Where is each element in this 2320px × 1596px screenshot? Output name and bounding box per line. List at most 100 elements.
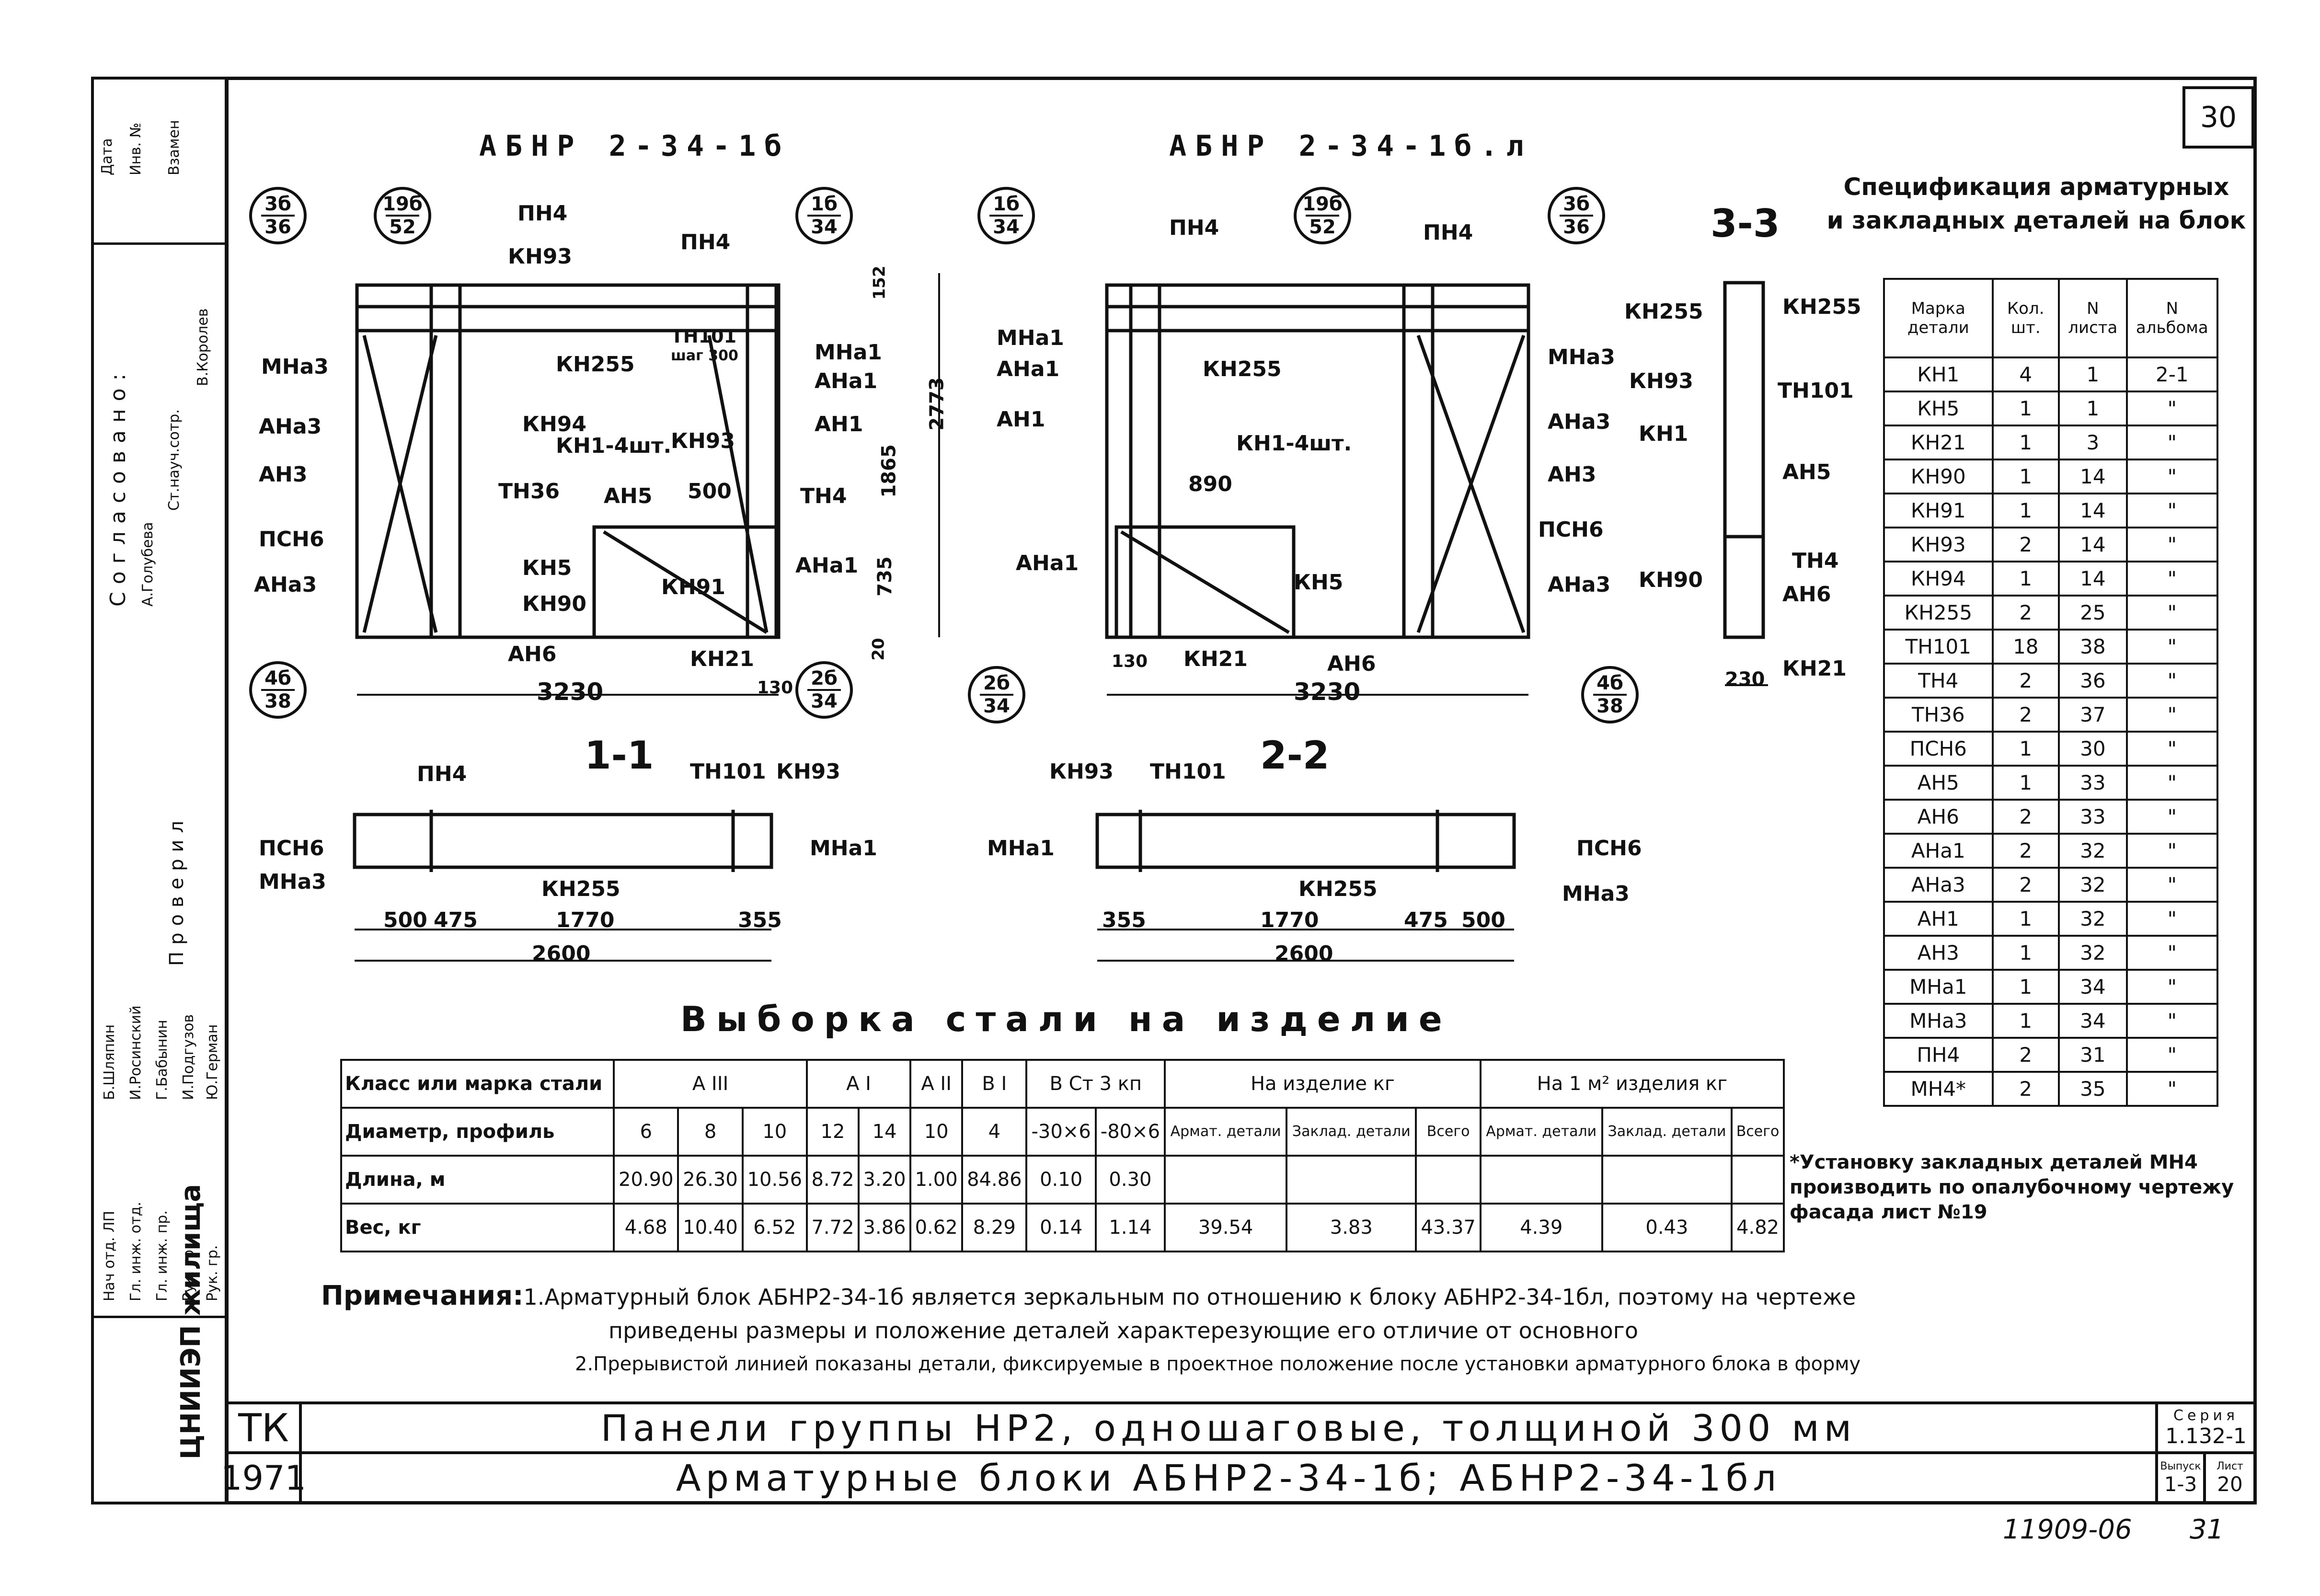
steel-weights-cell: 4.68 (613, 1203, 679, 1252)
callout-top: 3б (1563, 193, 1590, 215)
section-3-3-title: 3-3 (1711, 201, 1780, 246)
title-block: ТК 1971 Панели группы НР2, одношаговые, … (221, 1401, 2257, 1504)
note-1a: 1.Арматурный блок АБНР2-34-1б является з… (523, 1284, 1856, 1310)
steel-weights-cell: 0.43 (1601, 1203, 1733, 1252)
steel-diams-cell: Армат. детали (1479, 1107, 1603, 1157)
spec-album: " (2125, 833, 2219, 869)
steel-lengths-cell: 8.72 (805, 1155, 860, 1205)
spec-sheet: 31 (2058, 1037, 2128, 1073)
spec-album: " (2125, 1037, 2219, 1073)
label-ana3-b: АНа3 (254, 573, 317, 597)
callout-bottom: 38 (264, 690, 291, 712)
label-kn1: КН1-4шт. (556, 434, 672, 458)
steel-lengths-cell: 1.00 (909, 1155, 964, 1205)
spec-qty: 1 (1991, 561, 2060, 597)
label-mna1-r: МНа1 (997, 326, 1064, 350)
label-kn255: КН255 (556, 352, 635, 377)
spec-sheet: 34 (2058, 969, 2128, 1005)
spec-table: Марка детали Кол. шт. N листа N альбома … (1883, 278, 2219, 1107)
spec-qty: 2 (1991, 697, 2060, 733)
spec-qty: 2 (1991, 799, 2060, 835)
tb-series-value: 1.132-1 (2165, 1424, 2247, 1448)
steel-lengths-cell (1601, 1155, 1733, 1205)
label-kn90-s3: КН90 (1639, 568, 1703, 592)
label-an1: АН1 (815, 412, 863, 436)
spec-mark: АНа3 (1883, 867, 1994, 903)
steel-diams-cell: 10 (741, 1107, 808, 1157)
spec-sheet: 33 (2058, 799, 2128, 835)
label-an3-r: АН3 (1548, 462, 1596, 487)
label-psn6-s2: ПСН6 (1576, 836, 1642, 861)
spec-album: " (2125, 697, 2219, 733)
dim-890: 890 (1188, 472, 1232, 496)
label-pn4-b: ПН4 (680, 230, 731, 254)
steel-group-product: На изделие кг (1164, 1059, 1482, 1109)
label-mna1-s1: МНа1 (810, 836, 877, 861)
spec-mark: ТН4 (1883, 663, 1994, 699)
callout-bottom: 34 (811, 690, 838, 712)
callout-top: 1б (993, 193, 1020, 215)
dim-3230-right: 3230 (1294, 678, 1361, 706)
label-tn101: ТН101 (671, 326, 737, 347)
steel-diams-cell: Заклад. детали (1601, 1107, 1733, 1157)
left-block-outline (355, 283, 781, 639)
steel-table: Класс или марка стали А III А I А II В I… (340, 1059, 1785, 1252)
sheet-number: 30 (2182, 86, 2254, 149)
note-1b: приведены размеры и положение деталей ха… (609, 1318, 1638, 1343)
steel-header-row: Класс или марка стали А III А I А II В I… (340, 1059, 1785, 1109)
callout-top: 19б (1302, 193, 1343, 215)
callout-top: 1б (811, 193, 838, 215)
spec-sheet: 3 (2058, 425, 2128, 460)
callout-top: 2б (983, 672, 1010, 694)
steel-weights-cell: 4.39 (1479, 1203, 1603, 1252)
spec-album: " (2125, 901, 2219, 937)
steel-diams-cell: -80×6 (1094, 1107, 1166, 1157)
steel-weights-cell: 0.14 (1025, 1203, 1097, 1252)
dim-130-right: 130 (1112, 652, 1148, 671)
label-ana3-r2: АНа3 (1548, 573, 1611, 597)
steel-group-b1: В I (961, 1059, 1028, 1109)
spec-sheet: 14 (2058, 561, 2128, 597)
label-an3: АН3 (259, 462, 308, 487)
callout-bottom: 36 (264, 216, 291, 238)
spec-col-qty: Кол. шт. (1991, 278, 2060, 358)
steel-lengths-cell: 0.30 (1094, 1155, 1166, 1205)
label-kn1-r: КН1-4шт. (1236, 431, 1352, 456)
dim-130-left: 130 (757, 678, 793, 698)
notes-line-1: Примечания:1.Арматурный блок АБНР2-34-1б… (321, 1279, 1861, 1314)
steel-weights-cell: 0.62 (909, 1203, 964, 1252)
spec-qty: 18 (1991, 629, 2060, 665)
label-an5: АН5 (604, 484, 653, 508)
tb-line2: Арматурные блоки АБНР2-34-1б; АБНР2-34-1… (299, 1451, 2158, 1504)
steel-group-a1: А I (805, 1059, 912, 1109)
label-kn21: КН21 (690, 647, 755, 671)
steel-diams-cell: Всего (1415, 1107, 1482, 1157)
label-tn36: ТН36 (498, 479, 560, 504)
dim-152: 152 (870, 265, 889, 300)
label-pn4-r: ПН4 (1169, 216, 1219, 240)
dim-2773: 2773 (926, 377, 948, 431)
steel-diams-cell: 14 (858, 1107, 912, 1157)
spec-sheet: 36 (2058, 663, 2128, 699)
tb-line1: Панели группы НР2, одношаговые, толщиной… (299, 1401, 2158, 1454)
label-ana3-r: АНа3 (1548, 410, 1611, 434)
spec-qty: 2 (1991, 867, 2060, 903)
label-ana1-b: АНа1 (795, 553, 859, 578)
section-2-2-title: 2-2 (1260, 733, 1330, 778)
spec-sheet: 14 (2058, 459, 2128, 494)
spec-mark: АН6 (1883, 799, 1994, 835)
